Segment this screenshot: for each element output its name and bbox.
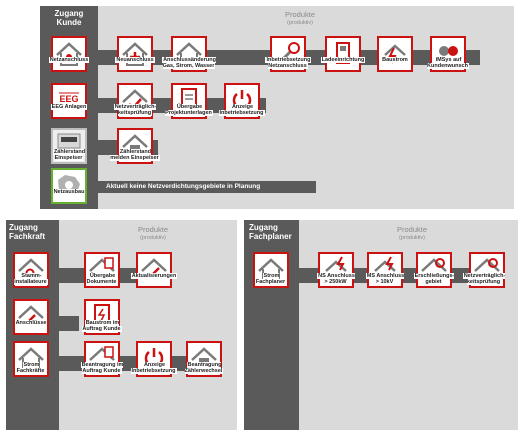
tile-anschlussaenderung-label: Anschlussänderung Gas, Strom, Wasser (162, 57, 216, 70)
tile-ns-anschluss[interactable]: NS Anschluss > 250kW (317, 252, 355, 288)
house-tool-icon (18, 305, 44, 326)
kunde-access-title: Zugang Kunde (54, 9, 84, 27)
fachkraft-products-title: Produkte (produktiv) (113, 226, 193, 242)
tile-ladeeinrichtung[interactable]: Ladeeinrichtung (320, 36, 366, 72)
tile-strom-fachplaner[interactable]: Strom Fachplaner (253, 252, 289, 288)
lightning-house-icon (325, 256, 347, 272)
tile-baustrom-label: Baustrom (381, 57, 409, 63)
svg-text:EEG: EEG (59, 94, 78, 104)
tile-neuanschluss-label: Neuanschluss (115, 57, 155, 63)
tile-anzeige-inbetriebsetzung-fk[interactable]: Anzeige Inbetriebsetzung (131, 341, 177, 377)
tile-netzvertraeglichkeit-label: Netzverträglich- keitsprüfung (113, 104, 157, 117)
lightning-house-icon (374, 256, 396, 272)
tile-uebergabe-label: Übergabe Projektunterlagen (165, 104, 213, 117)
tile-anzeige-label: Anzeige Inbetriebsetzung (219, 104, 265, 117)
tile-baustrom-auftrag[interactable]: Baustrom im Auftrag Kunde (82, 299, 122, 335)
house-document-icon (89, 257, 115, 272)
tile-zaehlerstand-einspeiser[interactable]: Zählerstand Einspeiser (51, 128, 87, 164)
tile-stamminstallateure[interactable]: Stamm- installateure (13, 252, 49, 288)
fachkraft-products-heading: Produkte (137, 225, 169, 234)
tile-stamminstallateure-label: Stamm- installateure (14, 273, 48, 286)
fachplaner-products-subtitle: (produktiv) (399, 235, 425, 241)
tile-inbetriebsetzung-netzanschluss[interactable]: Inbetriebsetzung Netzanschluss (265, 36, 311, 72)
map-gear-icon (58, 175, 80, 195)
house-meter-icon (122, 134, 148, 151)
tile-erschliessungsgebiet-label: Erschließungs- gebiet (413, 273, 455, 286)
tile-imsys[interactable]: iMSys auf Kundenwunsch (427, 36, 469, 72)
tile-uebergabe-projektunterlagen[interactable]: Übergabe Projektunterlagen (165, 83, 213, 119)
house-search-icon (474, 258, 500, 272)
tile-netzanschluss[interactable]: Netzanschluss (48, 36, 90, 72)
tile-netzausbau[interactable]: Netzausbau (51, 168, 87, 204)
tile-inbetriebsetzung-label: Inbetriebsetzung Netzanschluss (265, 57, 311, 70)
eeg-logo: EEG (56, 92, 82, 104)
kunde-products-subtitle: (produktiv) (287, 20, 313, 26)
kunde-products-title: Produkte (produktiv) (260, 11, 340, 27)
tile-ladeeinrichtung-label: Ladeeinrichtung (320, 57, 366, 63)
house-meter-icon (191, 347, 217, 364)
smart-meter-icon (439, 46, 458, 56)
house-plus-icon (122, 42, 148, 66)
tile-strom-fachplaner-label: Strom Fachplaner (255, 273, 287, 286)
tile-zaehlerstand-label: Zählerstand Einspeiser (52, 149, 86, 162)
tile-netzvertraeglichkeit-fp[interactable]: Netzverträglich- keitsprüfung (462, 252, 506, 288)
tile-baustrom-auftrag-label: Baustrom im Auftrag Kunde (82, 320, 122, 333)
house-wrench-icon (141, 258, 167, 279)
tile-strom-fachkraefte[interactable]: Strom Fachkräfte (13, 341, 49, 377)
kunde-status-banner: Aktuell keine Netzverdichtungsgebiete in… (98, 181, 316, 193)
fachplaner-products-heading: Produkte (396, 225, 428, 234)
charger-icon (336, 42, 350, 64)
tile-anschluesse-label: Anschlüsse (14, 320, 48, 326)
tile-aktualisierungen-label: Aktualisierungen (130, 273, 178, 279)
fachplaner-products-title: Produkte (produktiv) (372, 226, 452, 242)
tile-netzvertraeglichkeit[interactable]: Netzverträglich- keitsprüfung (113, 83, 157, 119)
tile-eeg-anlagen[interactable]: EEG EEG Anlagen (50, 83, 88, 119)
tile-eeg-anlagen-label: EEG Anlagen (50, 104, 88, 110)
tile-ns-anschluss-label: NS Anschluss > 250kW (317, 273, 355, 286)
tile-beantragung-zaehlerwechsel[interactable]: Beantragung Zählerwechsel (184, 341, 224, 377)
tile-anzeige-inbetriebsetzung[interactable]: Anzeige Inbetriebsetzung (219, 83, 265, 119)
house-document-icon (89, 346, 115, 361)
location-pin-icon (421, 258, 447, 272)
tile-erschliessungsgebiet[interactable]: Erschließungs- gebiet (413, 252, 455, 288)
tile-zaehlerstand-melden-label: Zählerstand melden Einspeiser (110, 149, 160, 162)
tile-uebergabe-dokumente-label: Übergabe Dokumente (86, 273, 118, 286)
fachkraft-access-title: Zugang Fachkraft (9, 223, 46, 241)
tile-anschluesse[interactable]: Anschlüsse (13, 299, 49, 335)
kunde-products-heading: Produkte (284, 10, 316, 19)
tile-beantragung-auftrag-label: Beantragung im Auftrag Kunde (80, 362, 124, 375)
meter-icon (57, 133, 81, 149)
tile-ms-anschluss-label: MS Anschluss > 10kV (365, 273, 405, 286)
fachkraft-products-subtitle: (produktiv) (140, 235, 166, 241)
tile-netzausbau-label: Netzausbau (52, 189, 86, 195)
tile-netzanschluss-label: Netzanschluss (48, 57, 90, 63)
fachkraft-row2-band (59, 316, 79, 331)
tile-ms-anschluss[interactable]: MS Anschluss > 10kV (365, 252, 405, 288)
tile-netzvertraeglichkeit-fp-label: Netzverträglich- keitsprüfung (462, 273, 506, 286)
tile-uebergabe-dokumente[interactable]: Übergabe Dokumente (84, 252, 120, 288)
tile-zaehlerwechsel-label: Beantragung Zählerwechsel (184, 362, 224, 375)
tile-imsys-label: iMSys auf Kundenwunsch (427, 57, 469, 70)
tile-anzeige-fk-label: Anzeige Inbetriebsetzung (131, 362, 177, 375)
lightning-house-icon (384, 44, 406, 64)
house-plug-icon (56, 42, 82, 66)
fachplaner-access-title: Zugang Fachplaner (249, 223, 292, 241)
tile-neuanschluss[interactable]: Neuanschluss (115, 36, 155, 72)
tile-baustrom[interactable]: Baustrom (377, 36, 413, 72)
tile-strom-fachkraefte-label: Strom Fachkräfte (16, 362, 46, 375)
tile-zaehlerstand-melden[interactable]: Zählerstand melden Einspeiser (110, 128, 160, 164)
tile-beantragung-auftrag[interactable]: Beantragung im Auftrag Kunde (80, 341, 124, 377)
tile-aktualisierungen[interactable]: Aktualisierungen (130, 252, 178, 288)
tile-anschlussaenderung[interactable]: Anschlussänderung Gas, Strom, Wasser (162, 36, 216, 72)
